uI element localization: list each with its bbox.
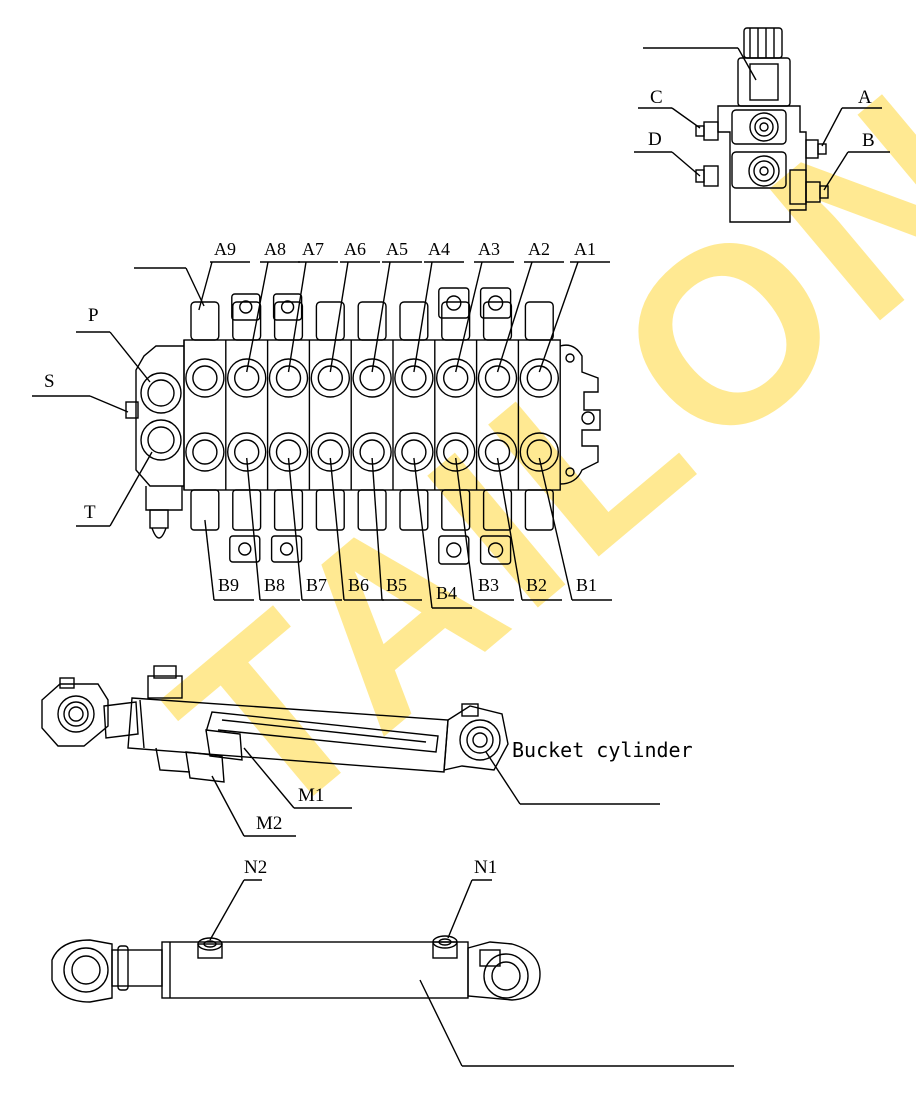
label-c: C — [650, 87, 663, 108]
label-a2: A2 — [528, 239, 550, 259]
label-b5: B5 — [386, 575, 408, 595]
solenoid-valve — [634, 27, 890, 223]
label-b9: B9 — [218, 575, 240, 595]
label-a3: A3 — [478, 239, 500, 259]
label-b4: B4 — [436, 583, 458, 603]
label-a9: A9 — [214, 239, 236, 259]
label-b6: B6 — [348, 575, 370, 595]
label-b8: B8 — [264, 575, 286, 595]
label-s: S — [44, 371, 55, 392]
lift-cylinder — [51, 879, 734, 1067]
label-m2: M2 — [256, 813, 283, 834]
label-b3: B3 — [478, 575, 500, 595]
label-a7: A7 — [302, 239, 324, 259]
label-t: T — [84, 502, 96, 523]
label-a6: A6 — [344, 239, 366, 259]
label-a1: A1 — [574, 239, 596, 259]
label-p: P — [88, 305, 99, 326]
label-n2: N2 — [244, 857, 268, 878]
label-d: D — [648, 129, 662, 150]
bucket-cylinder-caption: Bucket cylinder — [512, 738, 693, 762]
label-m1: M1 — [298, 785, 325, 806]
label-a8: A8 — [264, 239, 286, 259]
label-a5: A5 — [386, 239, 408, 259]
label-b: B — [862, 130, 875, 151]
label-b7: B7 — [306, 575, 328, 595]
multi-way-valve — [32, 261, 612, 609]
label-b1: B1 — [576, 575, 598, 595]
label-a4: A4 — [428, 239, 450, 259]
label-a: A — [858, 87, 872, 108]
label-n1: N1 — [474, 857, 498, 878]
label-b2: B2 — [526, 575, 548, 595]
bucket-cylinder — [41, 665, 660, 837]
